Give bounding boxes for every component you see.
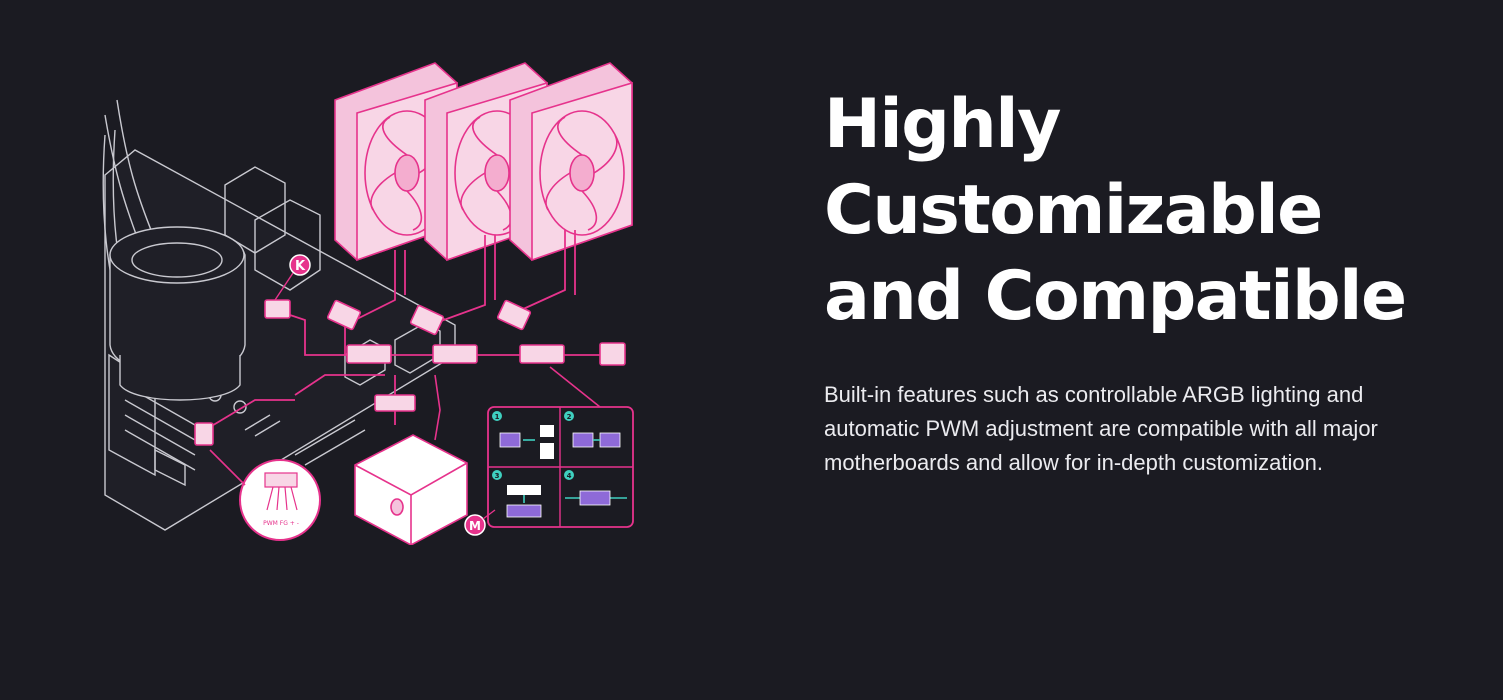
connector-icon — [194, 299, 626, 446]
step-panel: 1 2 3 4 — [487, 366, 634, 528]
wiring-diagram: PWM FG + - 1 2 3 4 — [102, 62, 634, 545]
callout-label: M — [469, 519, 481, 533]
pin-labels: PWM FG + - — [263, 520, 299, 527]
step-number: 2 — [567, 413, 572, 421]
fan-icon — [509, 62, 633, 262]
power-supply-icon — [354, 374, 468, 545]
callout-m: M — [464, 509, 496, 536]
step-number: 3 — [495, 472, 500, 480]
callout-label: K — [295, 259, 306, 274]
feature-title-line: Customizable — [824, 171, 1323, 250]
feature-description: Built-in features such as controllable A… — [824, 382, 1378, 475]
feature-title-line: and Compatible — [824, 257, 1407, 336]
product-illustration: PWM FG + - 1 2 3 4 — [95, 55, 655, 545]
pump-icon — [109, 226, 246, 401]
step-number: 4 — [567, 472, 572, 480]
step-number: 1 — [495, 413, 500, 421]
callout-k: K — [274, 254, 311, 301]
feature-copy: Highly Customizable and Compatible Built… — [824, 82, 1444, 480]
feature-title-line: Highly — [824, 85, 1061, 164]
pin-detail: PWM FG + - — [209, 449, 321, 541]
feature-title: Highly Customizable and Compatible — [824, 82, 1444, 340]
